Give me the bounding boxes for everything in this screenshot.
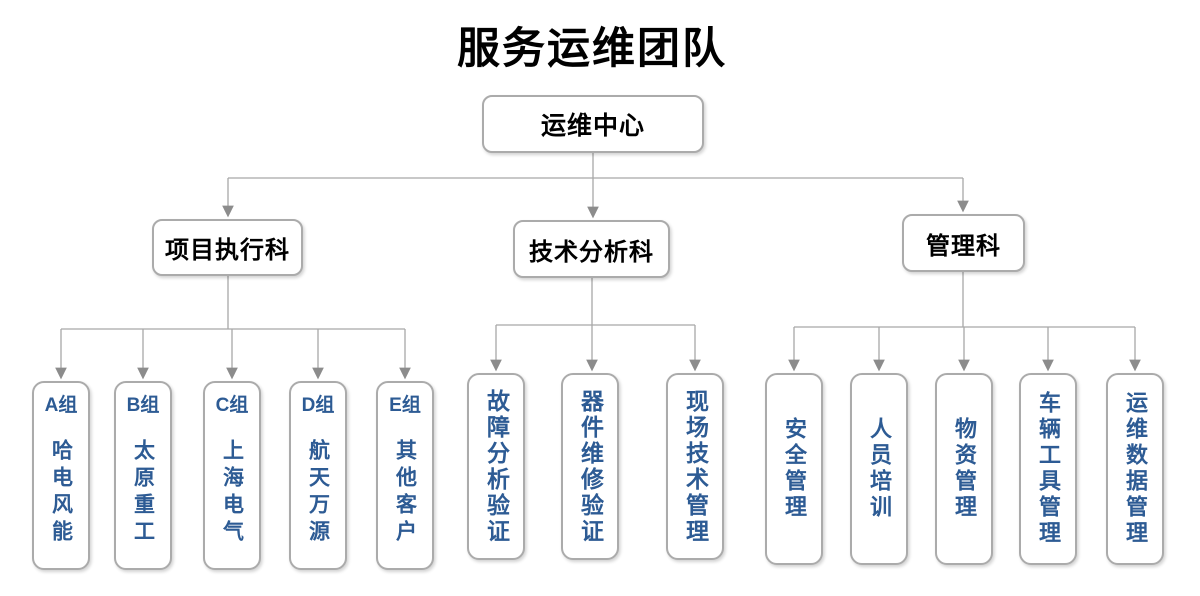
leaf-name: 哈电风能 bbox=[49, 438, 73, 547]
leaf-name: 上海电气 bbox=[220, 438, 244, 547]
branch-node-management: 管理科 bbox=[902, 214, 1025, 272]
leaf-name: 车辆工具管理 bbox=[1036, 391, 1061, 547]
root-node-label: 运维中心 bbox=[540, 112, 645, 140]
leaf-node-vehicle-tool-mgmt: 车辆工具管理 bbox=[1019, 373, 1077, 565]
leaf-name: 安全管理 bbox=[782, 417, 807, 521]
leaf-node-group-e: E组 其他客户 bbox=[376, 381, 434, 570]
connector-branch-project bbox=[55, 276, 411, 380]
leaf-name: 故障分析验证 bbox=[483, 388, 510, 545]
leaf-name: 现场技术管理 bbox=[682, 388, 709, 545]
leaf-node-component-repair: 器件维修验证 bbox=[561, 373, 619, 560]
leaf-name: 其他客户 bbox=[393, 438, 417, 547]
leaf-node-om-data-mgmt: 运维数据管理 bbox=[1106, 373, 1164, 565]
leaf-group-label: C组 bbox=[215, 395, 249, 416]
leaf-name: 太原重工 bbox=[131, 438, 155, 547]
org-chart-title: 服务运维团队 bbox=[457, 25, 727, 73]
leaf-group-label: E组 bbox=[389, 395, 421, 416]
leaf-node-group-d: D组 航天万源 bbox=[289, 381, 347, 570]
connector-level-1 bbox=[222, 153, 969, 219]
leaf-node-fault-analysis: 故障分析验证 bbox=[467, 373, 525, 560]
leaf-group-label: A组 bbox=[44, 395, 78, 416]
connector-branch-tech bbox=[490, 278, 701, 372]
leaf-name: 航天万源 bbox=[306, 438, 330, 547]
leaf-group-label: D组 bbox=[301, 395, 335, 416]
leaf-node-material-mgmt: 物资管理 bbox=[935, 373, 993, 565]
leaf-group-label: B组 bbox=[126, 395, 160, 416]
leaf-node-field-tech-mgmt: 现场技术管理 bbox=[666, 373, 724, 560]
branch-node-label: 项目执行科 bbox=[165, 237, 290, 264]
connector-branch-mgmt bbox=[788, 272, 1141, 372]
leaf-node-group-c: C组 上海电气 bbox=[203, 381, 261, 570]
root-node: 运维中心 bbox=[482, 95, 704, 153]
branch-node-project-execution: 项目执行科 bbox=[152, 219, 303, 276]
branch-node-technical-analysis: 技术分析科 bbox=[513, 220, 670, 278]
leaf-node-group-a: A组 哈电风能 bbox=[32, 381, 90, 570]
leaf-name: 器件维修验证 bbox=[577, 388, 604, 545]
leaf-name: 运维数据管理 bbox=[1123, 391, 1148, 547]
leaf-node-group-b: B组 太原重工 bbox=[114, 381, 172, 570]
branch-node-label: 技术分析科 bbox=[529, 238, 654, 266]
leaf-node-personnel-training: 人员培训 bbox=[850, 373, 908, 565]
leaf-name: 人员培训 bbox=[867, 417, 892, 521]
branch-node-label: 管理科 bbox=[926, 232, 1001, 260]
leaf-name: 物资管理 bbox=[952, 417, 977, 521]
leaf-node-safety-mgmt: 安全管理 bbox=[765, 373, 823, 565]
